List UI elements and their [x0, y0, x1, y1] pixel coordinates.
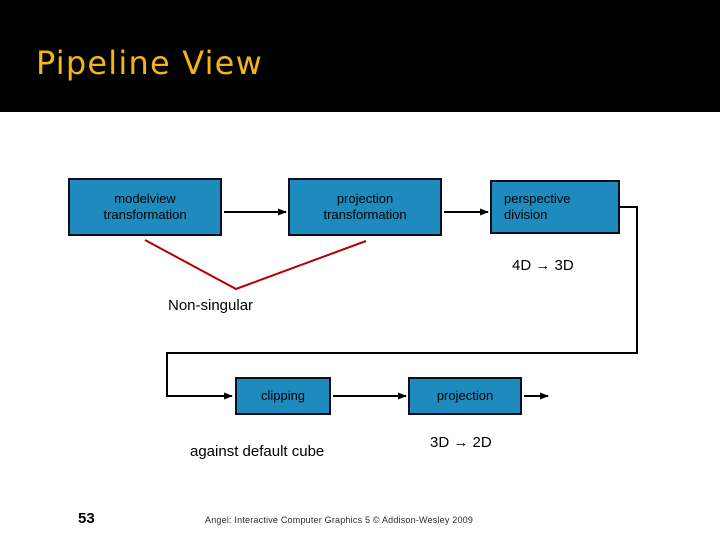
- footer-page-number: 53: [78, 510, 95, 527]
- node-projection[interactable]: projection: [408, 377, 522, 415]
- node-modelview-line2: transformation: [103, 207, 187, 222]
- page-title: Pipeline View: [36, 44, 263, 82]
- node-projection-transformation-line1: projection: [336, 190, 394, 206]
- connector-perspective-division-to-clipping: [166, 206, 638, 400]
- node-modelview-transformation[interactable]: modelview transformation: [68, 178, 222, 236]
- node-perspective-division-label: perspective division: [504, 191, 570, 224]
- callout-non-singular: [144, 239, 367, 291]
- node-projection-label: projection: [436, 387, 494, 403]
- node-clipping[interactable]: clipping: [235, 377, 331, 415]
- node-perspective-division[interactable]: perspective division: [490, 180, 620, 234]
- annotation-non-singular: Non-singular: [168, 297, 254, 314]
- node-clipping-label: clipping: [260, 387, 306, 403]
- node-projection-transformation[interactable]: projection transformation: [288, 178, 442, 236]
- annotation-dimension-4d-3d: 4D → 3D: [512, 257, 574, 274]
- footer-credit: Angel: Interactive Computer Graphics 5 ©…: [205, 515, 474, 525]
- node-projection-transformation-line2: transformation: [323, 207, 407, 222]
- node-perspective-division-line1: perspective: [504, 190, 571, 206]
- node-projection-transformation-label: projection transformation: [323, 191, 406, 224]
- node-modelview-label: modelview transformation: [103, 191, 186, 224]
- annotation-against-default-cube: against default cube: [190, 443, 325, 460]
- header-band: [0, 0, 720, 112]
- annotation-dimension-3d-2d: 3D → 2D: [430, 434, 492, 451]
- node-modelview-line1: modelview: [114, 190, 176, 206]
- node-perspective-division-line2: division: [504, 207, 548, 222]
